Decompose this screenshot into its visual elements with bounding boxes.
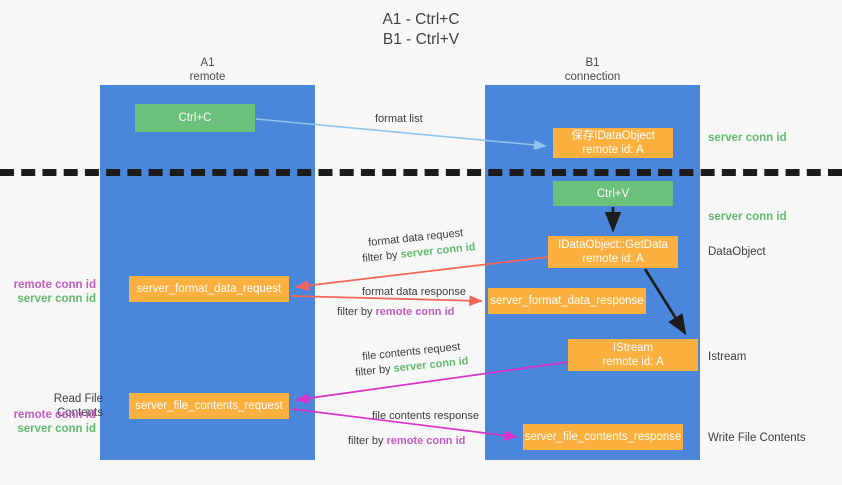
label-write-file-contents: Write File Contents	[708, 432, 806, 444]
box-ctrl-v-label: Ctrl+V	[596, 187, 630, 200]
box-istream[interactable]: IStream remote id: A	[568, 339, 698, 371]
box-server-file-contents-request[interactable]: server_file_contents_request	[129, 393, 289, 419]
caption-fcresp-filter-prefix: filter by	[348, 435, 387, 447]
box-server-file-contents-response[interactable]: server_file_contents_response	[523, 424, 683, 450]
column-a1-name: A1	[200, 57, 215, 69]
caption-fcreq-filter-prefix: filter by	[354, 362, 395, 379]
box-ctrl-v[interactable]: Ctrl+V	[553, 181, 673, 206]
label-read-file-contents: Read File Contents	[53, 393, 103, 419]
box-getdata-line2: remote id: A	[582, 253, 644, 265]
label-server-conn-id-mid: server conn id	[708, 211, 787, 223]
caption-format-data-response: format data response	[362, 286, 466, 298]
label-istream: Istream	[708, 351, 747, 363]
caption-format-data-response-filter: filter by remote conn id	[337, 305, 454, 319]
box-fmt-req-label: server_format_data_request	[136, 283, 282, 295]
box-server-format-data-response[interactable]: server_format_data_response	[488, 288, 646, 314]
box-server-format-data-request[interactable]: server_format_data_request	[129, 276, 289, 302]
dashed-divider	[0, 169, 842, 176]
label-remote-conn-id-upper: remote conn id	[13, 279, 96, 291]
caption-fdresp-filter-prefix: filter by	[337, 306, 376, 318]
title-line-2: B1 - Ctrl+V	[382, 31, 460, 48]
caption-file-contents-response-filter: filter by remote conn id	[348, 434, 465, 448]
label-server-conn-id-lower: server conn id	[17, 423, 96, 435]
box-save-idataobject[interactable]: 保存IDataObject remote id: A	[553, 128, 673, 158]
column-b1-name: B1	[585, 57, 600, 69]
label-server-conn-id-top: server conn id	[708, 132, 787, 144]
label-remote-conn-id-lower: remote conn id	[13, 409, 96, 421]
box-ctrl-c[interactable]: Ctrl+C	[135, 104, 255, 132]
box-file-resp-label: server_file_contents_response	[524, 431, 682, 443]
column-header-a1: A1 remote	[130, 56, 285, 84]
box-getdata-line1: IDataObject::GetData	[558, 239, 668, 251]
caption-fcresp-filter-key: remote conn id	[386, 435, 466, 447]
box-ctrl-c-label: Ctrl+C	[178, 112, 212, 124]
label-conn-id-group-lower: remote conn id server conn id	[8, 408, 96, 436]
box-save-idataobject-line2: remote id: A	[582, 144, 644, 156]
caption-file-contents-response: file contents response	[372, 410, 480, 422]
column-b1-role: connection	[564, 71, 621, 83]
page-title: A1 - Ctrl+C B1 - Ctrl+V	[0, 10, 842, 50]
box-istream-line2: remote id: A	[602, 356, 664, 368]
label-conn-id-group-upper: remote conn id server conn id	[8, 278, 96, 306]
caption-format-list: format list	[375, 113, 423, 125]
label-dataobject: DataObject	[708, 246, 766, 258]
caption-fdresp-filter-key: remote conn id	[375, 306, 455, 318]
caption-fdreq-filter-prefix: filter by	[361, 248, 402, 265]
label-server-conn-id-upper: server conn id	[17, 293, 96, 305]
box-file-req-label: server_file_contents_request	[135, 400, 283, 412]
column-header-b1: B1 connection	[515, 56, 670, 84]
box-save-idataobject-line1: 保存IDataObject	[571, 130, 655, 142]
title-line-1: A1 - Ctrl+C	[382, 11, 460, 28]
box-istream-line1: IStream	[612, 342, 654, 354]
box-idataobject-getdata[interactable]: IDataObject::GetData remote id: A	[548, 236, 678, 268]
box-fmt-resp-label: server_format_data_response	[490, 295, 644, 307]
column-a1-role: remote	[189, 71, 226, 83]
